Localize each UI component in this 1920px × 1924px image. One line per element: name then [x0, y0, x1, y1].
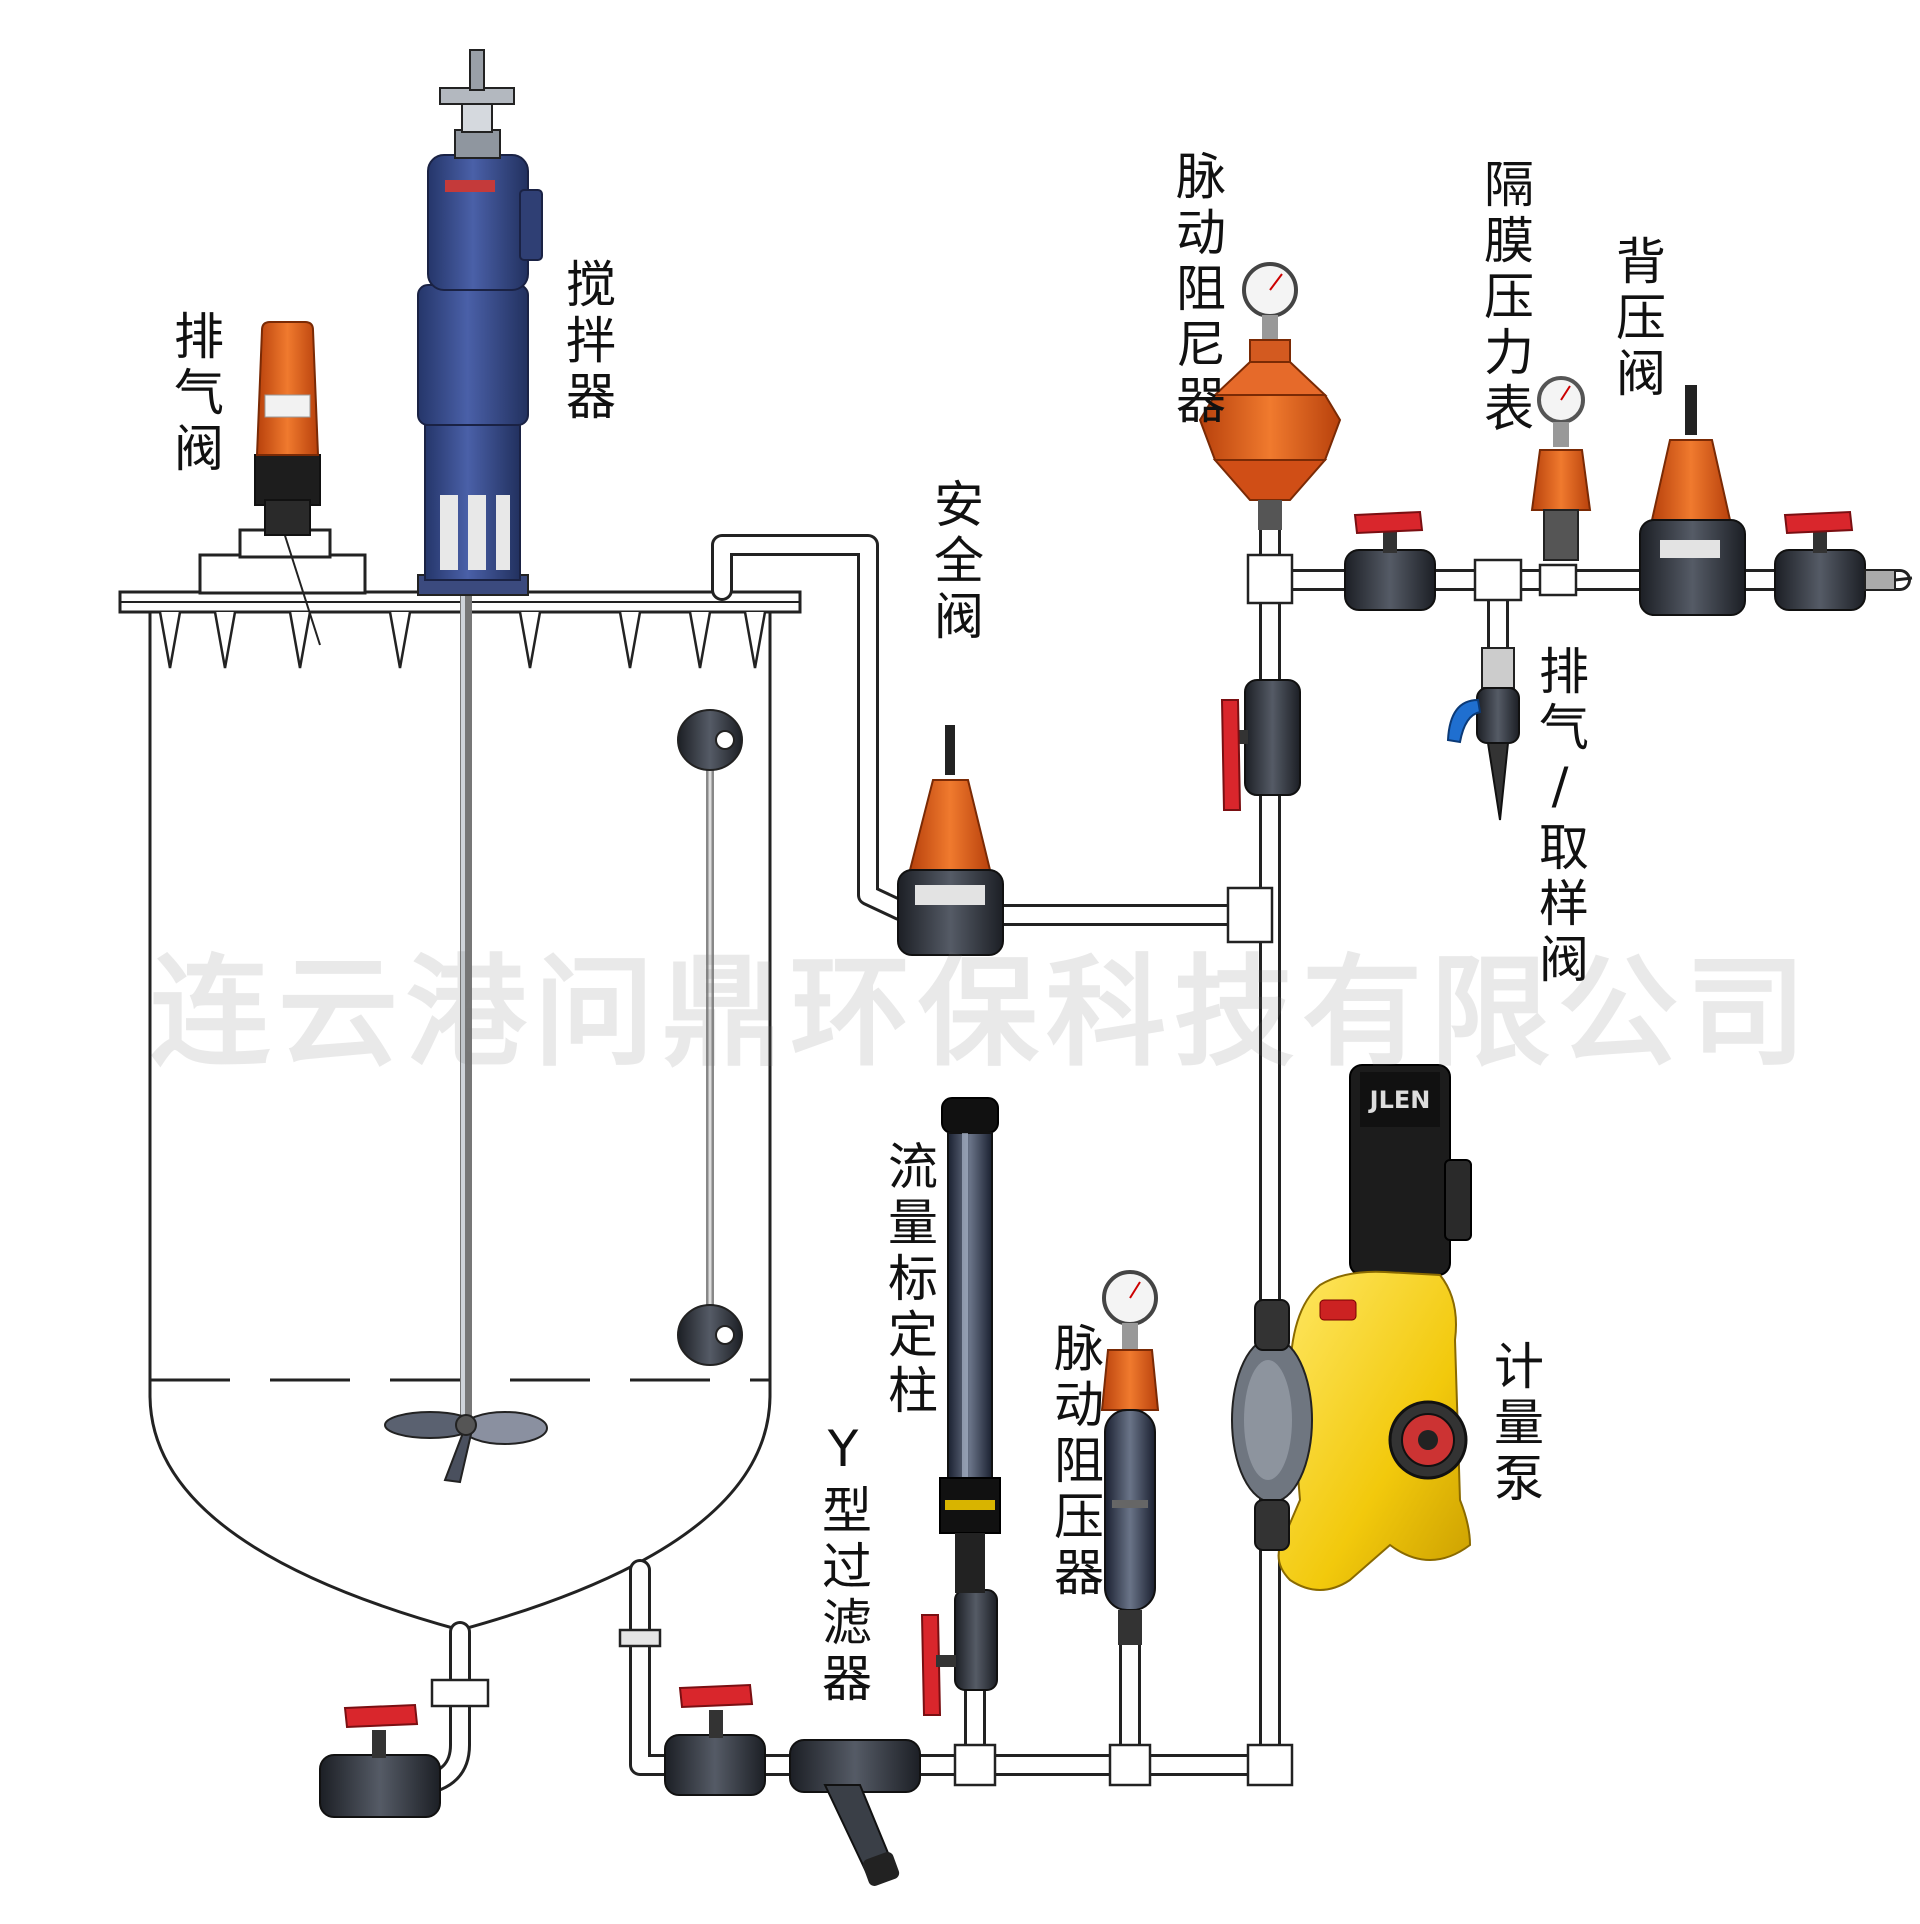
- pump-brand-label: JLEN: [1368, 1086, 1431, 1114]
- label-safety-valve: 安全阀: [926, 478, 984, 646]
- ball-valve-riser: [1220, 679, 1301, 811]
- ball-valves: [319, 510, 1866, 1818]
- back-pressure-valve: [1639, 385, 1746, 616]
- vent-sampling-valve: [1446, 647, 1520, 821]
- label-pulse-damper-bottom: 脉动阻压器: [1046, 1322, 1104, 1602]
- lid-flange-teeth: [158, 611, 767, 669]
- label-back-pressure-valve: 背压阀: [1608, 235, 1666, 403]
- mixer: [384, 49, 548, 1484]
- label-y-strainer: Y型过滤器: [814, 1420, 872, 1708]
- pulse-damper-bottom-unit: [1100, 1270, 1160, 1645]
- safety-valve: [897, 725, 1004, 956]
- ball-valve-tank-outlet: [319, 1703, 441, 1818]
- ball-valve-top-2: [1774, 510, 1866, 611]
- label-diaphragm-gauge: 隔膜压力表: [1476, 158, 1534, 438]
- label-mixer: 搅拌器: [558, 258, 616, 426]
- label-vent-sampling-valve: 排气/取样阀: [1531, 645, 1589, 989]
- metering-pump: JLEN: [1231, 1064, 1472, 1591]
- watermark: 连云港问鼎环保科技有限公司: [150, 944, 1814, 1083]
- ball-valve-column: [920, 1589, 998, 1716]
- label-tank-vent: 排气阀: [166, 310, 224, 478]
- level-gauge: [677, 709, 743, 1366]
- ball-valve-bottom: [664, 1683, 766, 1796]
- diaphragm-pressure-gauge: [1530, 376, 1592, 561]
- tank-vent-base: [198, 553, 367, 595]
- ball-valve-top-1: [1344, 510, 1436, 611]
- outlet-nozzle: [1864, 569, 1913, 591]
- mixer-impeller: [384, 1411, 548, 1484]
- label-calibration-column: 流量标定柱: [880, 1140, 938, 1420]
- pipe-fittings: [430, 553, 1578, 1787]
- y-strainer: [789, 1739, 921, 1886]
- label-metering-pump: 计量泵: [1486, 1340, 1544, 1508]
- mixer-motor: [427, 154, 529, 291]
- tank-vent-valve: [254, 321, 321, 536]
- label-pulse-damper-top: 脉动阻尼器: [1168, 150, 1226, 430]
- flow-calibration-column: [939, 1097, 1001, 1593]
- pulse-damper-top-unit: [1198, 262, 1342, 530]
